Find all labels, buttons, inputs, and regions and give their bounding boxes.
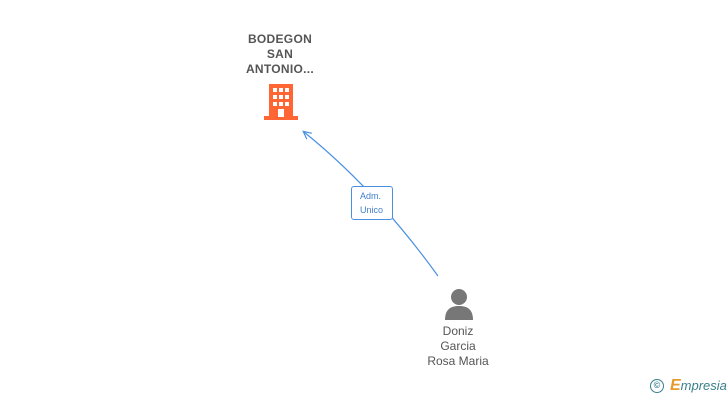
building-icon[interactable]: [264, 84, 298, 120]
copyright-icon: ©: [650, 379, 664, 393]
company-name-line-2: SAN: [266, 47, 294, 61]
brand-logo: Empresia: [670, 378, 727, 394]
role-label-line-1: Adm.: [360, 191, 382, 201]
person-name-line-1: Doniz: [442, 324, 474, 338]
company-name-line-1: BODEGON: [247, 32, 313, 46]
role-badge[interactable]: Adm. Unico: [351, 186, 393, 220]
brand-rest: mpresia: [680, 378, 727, 393]
brand-first-letter: E: [670, 377, 681, 394]
person-node-label[interactable]: Doniz Garcia Rosa Maria: [396, 324, 520, 369]
person-name-line-2: Garcia: [440, 339, 476, 353]
person-name-line-3: Rosa Maria: [427, 354, 489, 368]
company-node-label[interactable]: BODEGON SAN ANTONIO...: [218, 32, 342, 77]
role-label-line-2: Unico: [360, 205, 384, 215]
person-icon[interactable]: [442, 288, 476, 320]
footer-brand: © Empresia: [650, 378, 728, 398]
company-name-line-3: ANTONIO...: [245, 62, 315, 76]
